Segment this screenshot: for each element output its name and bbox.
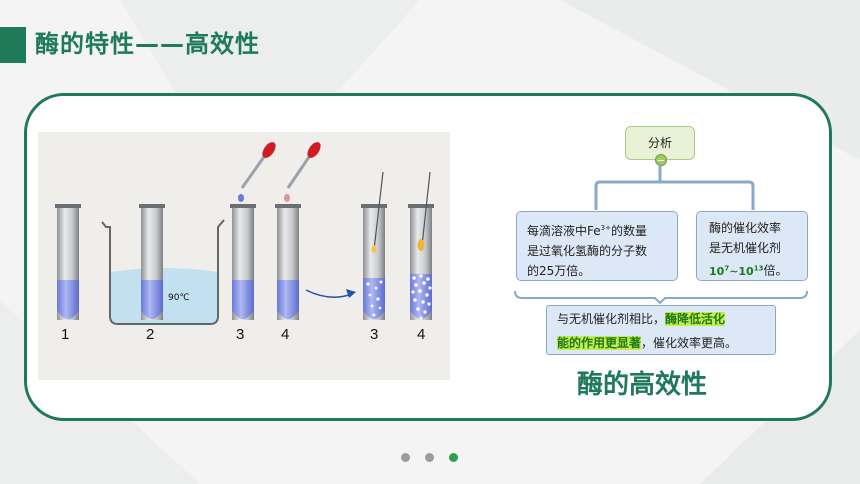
conclusion-suffix: ，催化效率更高。 [641,336,738,350]
tube-number-2: 2 [146,326,155,343]
test-tubes-drawing [55,142,434,325]
right-node-line1: 酶的催化效率 [709,221,782,235]
left-node-line1-tail: 的数量 [610,224,647,238]
left-node-line3: 的25万倍。 [527,264,591,278]
tube-3 [230,142,276,320]
tube-number-4: 4 [281,326,290,343]
page-title: 酶的特性——高效性 [35,30,260,58]
range-low: 107~1013 [709,264,764,278]
conclusion-highlight-2: 能的作用更显著 [557,336,642,350]
page-dot-3-active[interactable] [449,453,458,462]
analysis-node-iron-ions: 每滴溶液中Fe3+的数量 是过氧化氢酶的分子数 的25万倍。 [516,211,678,281]
beaker [101,204,225,325]
right-node-tail: 倍。 [763,263,788,278]
tube-number-3-after: 3 [370,326,379,343]
tube-4-bubbling [408,171,434,320]
experiment-illustration: 1 2 3 4 3 4 90℃ [38,132,450,380]
conclusion-prefix: 与无机催化剂相比， [557,312,666,326]
right-node-line2: 是无机催化剂 [709,241,782,255]
tube-number-3: 3 [236,326,245,343]
temperature-label: 90℃ [168,293,190,303]
tube-number-4-after: 4 [417,326,426,343]
left-node-superscript: 3+ [600,224,611,232]
diagram-caption: 酶的高效性 [577,370,708,400]
analysis-conclusion-node: 与无机催化剂相比，酶降低活化 能的作用更显著，催化效率更高。 [546,305,776,355]
collapse-toggle-icon[interactable] [655,154,667,166]
tube-4 [275,142,321,320]
conclusion-highlight-1: 酶降低活化 [665,312,726,326]
analysis-root-label: 分析 [647,136,672,150]
title-accent-bar [0,27,26,63]
tube-number-1: 1 [61,326,70,343]
analysis-node-enzyme-efficiency: 酶的催化效率 是无机催化剂 107~1013倍。 [696,211,808,281]
left-node-line1: 每滴溶液中Fe [527,224,601,238]
page-dot-2[interactable] [425,453,434,462]
tube-1 [55,204,81,320]
tube-3-bubbling [361,171,387,320]
page-dot-1[interactable] [401,453,410,462]
left-node-line2: 是过氧化氢酶的分子数 [527,244,648,258]
